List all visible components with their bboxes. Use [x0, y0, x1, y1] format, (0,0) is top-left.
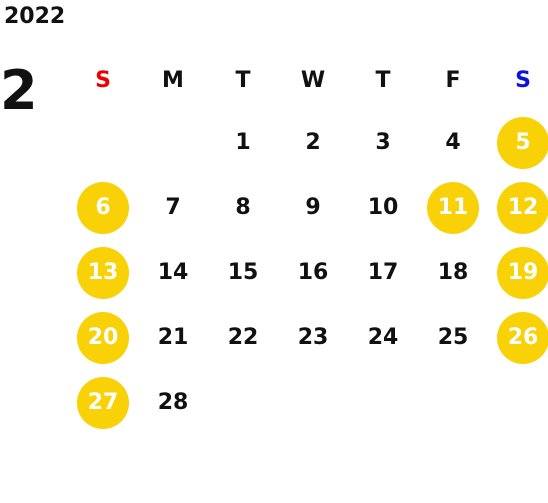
highlighted-day-number: 20	[77, 311, 129, 364]
weekday-tuesday: T	[235, 67, 251, 93]
day-number: 14	[157, 260, 189, 285]
calendar-day: 18	[418, 243, 488, 303]
day-number	[287, 377, 339, 429]
day-number	[147, 117, 199, 169]
day-number: 18	[437, 260, 469, 285]
highlighted-day-number: 19	[497, 246, 548, 299]
day-number: 1	[235, 130, 251, 155]
weekday-sunday: S	[95, 67, 111, 93]
highlighted-day-number: 12	[497, 181, 548, 234]
calendar-day: 21	[138, 308, 208, 368]
calendar-empty-cell	[348, 373, 418, 433]
calendar-day: 4	[418, 113, 488, 173]
calendar-day: 25	[418, 308, 488, 368]
day-number: 10	[367, 195, 399, 220]
calendar-day: 24	[348, 308, 418, 368]
day-number: 23	[297, 325, 329, 350]
calendar-week-row: 27 28	[68, 370, 548, 435]
highlighted-day-number: 13	[77, 246, 129, 299]
calendar-month: 2	[0, 59, 38, 122]
day-number: 8	[235, 195, 251, 220]
day-number: 15	[227, 260, 259, 285]
calendar-empty-cell	[208, 373, 278, 433]
calendar-week-row: 13 14 15 16 17 18 19	[68, 240, 548, 305]
calendar-day: 16	[278, 243, 348, 303]
calendar-week-row: 1 2 3 4 5	[68, 110, 548, 175]
calendar-day: 5	[488, 113, 548, 173]
highlighted-day-number: 27	[77, 376, 129, 429]
calendar-week-row: 20 21 22 23 24 25 26	[68, 305, 548, 370]
calendar-day: 23	[278, 308, 348, 368]
day-number: 3	[375, 130, 391, 155]
calendar-day: 20	[68, 308, 138, 368]
weekday-header-row: S M T W T F S	[68, 50, 548, 110]
calendar-empty-cell	[68, 113, 138, 173]
calendar-day: 3	[348, 113, 418, 173]
calendar-empty-cell	[488, 373, 548, 433]
day-number: 4	[445, 130, 461, 155]
day-number: 7	[165, 195, 181, 220]
weekday-saturday: S	[515, 67, 531, 93]
calendar-day: 11	[418, 178, 488, 238]
calendar-day: 7	[138, 178, 208, 238]
day-number: 28	[157, 390, 189, 415]
calendar-empty-cell	[278, 373, 348, 433]
calendar-day: 1	[208, 113, 278, 173]
calendar-day: 12	[488, 178, 548, 238]
day-number	[217, 377, 269, 429]
calendar-day: 10	[348, 178, 418, 238]
day-number: 16	[297, 260, 329, 285]
calendar-day: 28	[138, 373, 208, 433]
day-number: 17	[367, 260, 399, 285]
calendar-day: 9	[278, 178, 348, 238]
day-number	[497, 377, 548, 429]
highlighted-day-number: 11	[427, 181, 479, 234]
highlighted-day-number: 5	[497, 116, 548, 169]
calendar-year: 2022	[4, 4, 66, 29]
weekday-thursday: T	[375, 67, 391, 93]
highlighted-day-number: 26	[497, 311, 548, 364]
calendar-day: 27	[68, 373, 138, 433]
day-number	[357, 377, 409, 429]
calendar-day: 8	[208, 178, 278, 238]
weekday-wednesday: W	[300, 67, 326, 93]
day-number: 25	[437, 325, 469, 350]
calendar-day: 2	[278, 113, 348, 173]
calendar-week-row: 6 7 8 9 10 11 12	[68, 175, 548, 240]
day-number: 2	[305, 130, 321, 155]
calendar-day: 15	[208, 243, 278, 303]
calendar-empty-cell	[418, 373, 488, 433]
calendar-day: 6	[68, 178, 138, 238]
day-number: 24	[367, 325, 399, 350]
calendar-day: 26	[488, 308, 548, 368]
calendar-day: 22	[208, 308, 278, 368]
day-number: 9	[305, 195, 321, 220]
calendar-day: 14	[138, 243, 208, 303]
weekday-friday: F	[445, 67, 461, 93]
calendar-day: 19	[488, 243, 548, 303]
highlighted-day-number: 6	[77, 181, 129, 234]
day-number	[77, 117, 129, 169]
weekday-monday: M	[162, 67, 184, 93]
day-number: 21	[157, 325, 189, 350]
calendar-day: 13	[68, 243, 138, 303]
calendar-empty-cell	[138, 113, 208, 173]
day-number: 22	[227, 325, 259, 350]
calendar-day: 17	[348, 243, 418, 303]
day-number	[427, 377, 479, 429]
